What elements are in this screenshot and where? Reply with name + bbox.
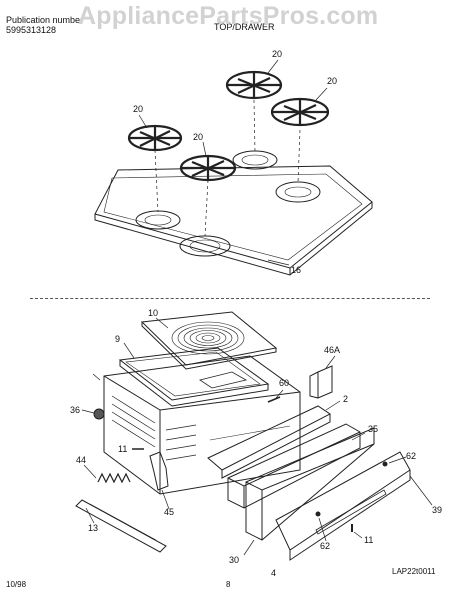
- callout-screw-a: 60: [279, 378, 289, 388]
- callout-front-panel: 4: [271, 568, 276, 578]
- screw-60: [267, 389, 284, 403]
- callout-drip-pan: 10: [148, 308, 158, 318]
- screw-11-lower: [351, 524, 363, 539]
- footer-page: 8: [226, 580, 231, 589]
- drawer-spring: [83, 464, 131, 484]
- callout-bracket: 46A: [324, 345, 340, 355]
- cooktop-panel: [94, 165, 373, 276]
- mounting-bracket: [309, 355, 336, 399]
- drawer-body: [103, 355, 301, 495]
- callout-drawer-side: 35: [368, 424, 378, 434]
- burner-grate-right: [270, 97, 330, 127]
- section-title: TOP/DRAWER: [214, 22, 275, 32]
- callout-grate-left: 20: [133, 104, 143, 114]
- callout-grate-right: 20: [327, 76, 337, 86]
- burner-grate-left: [127, 124, 183, 152]
- drawer-side-panel: [207, 400, 341, 479]
- callout-panel: 2: [343, 394, 348, 404]
- callout-grate-top: 20: [272, 49, 282, 59]
- drawer-hinge: [149, 451, 170, 510]
- clip-lower: [315, 511, 327, 542]
- callout-clip: 62: [406, 451, 416, 461]
- callout-rail: 13: [88, 523, 98, 533]
- watermark: AppliancePartsPros.com: [78, 2, 379, 30]
- callout-knob: 36: [70, 405, 80, 415]
- drawer-front-panel: [243, 427, 375, 556]
- callout-broiler-pan: 9: [115, 334, 120, 344]
- publication-label: Publication number: [6, 15, 84, 25]
- drawer-rail: [75, 499, 167, 553]
- publication-number: 5995313128: [6, 25, 57, 35]
- footer-date: 10/98: [6, 580, 27, 589]
- burner-ring-right-front: [275, 181, 321, 203]
- drawer-outer-front: [275, 451, 433, 561]
- callout-screw-c: 11: [364, 535, 373, 545]
- callout-handle: 39: [432, 505, 442, 515]
- grate-guide-lines: [154, 99, 301, 237]
- leader-lines-drawer: [92, 317, 169, 381]
- callout-screw-b: 11: [118, 444, 127, 454]
- callout-clip-lower: 62: [320, 541, 330, 551]
- section-divider: [30, 298, 430, 299]
- footer-code: LAP22t0011: [392, 567, 436, 576]
- callout-grate-front: 20: [193, 132, 203, 142]
- broiler-pan: [118, 347, 270, 407]
- callout-spring: 44: [76, 455, 86, 465]
- burner-grate-front: [179, 154, 237, 182]
- drawer-liner: [227, 423, 366, 509]
- callout-drawer-front: 30: [229, 555, 239, 565]
- broiler-drip-pan: [140, 311, 278, 370]
- callout-cooktop: 16: [291, 265, 301, 275]
- drawer-knob: [81, 408, 105, 420]
- burner-ring-right-rear: [232, 150, 278, 170]
- clip-upper: [382, 456, 407, 467]
- leader-lines-top: [138, 59, 328, 266]
- callout-hinge: 45: [164, 507, 174, 517]
- burner-grate-top: [225, 70, 283, 100]
